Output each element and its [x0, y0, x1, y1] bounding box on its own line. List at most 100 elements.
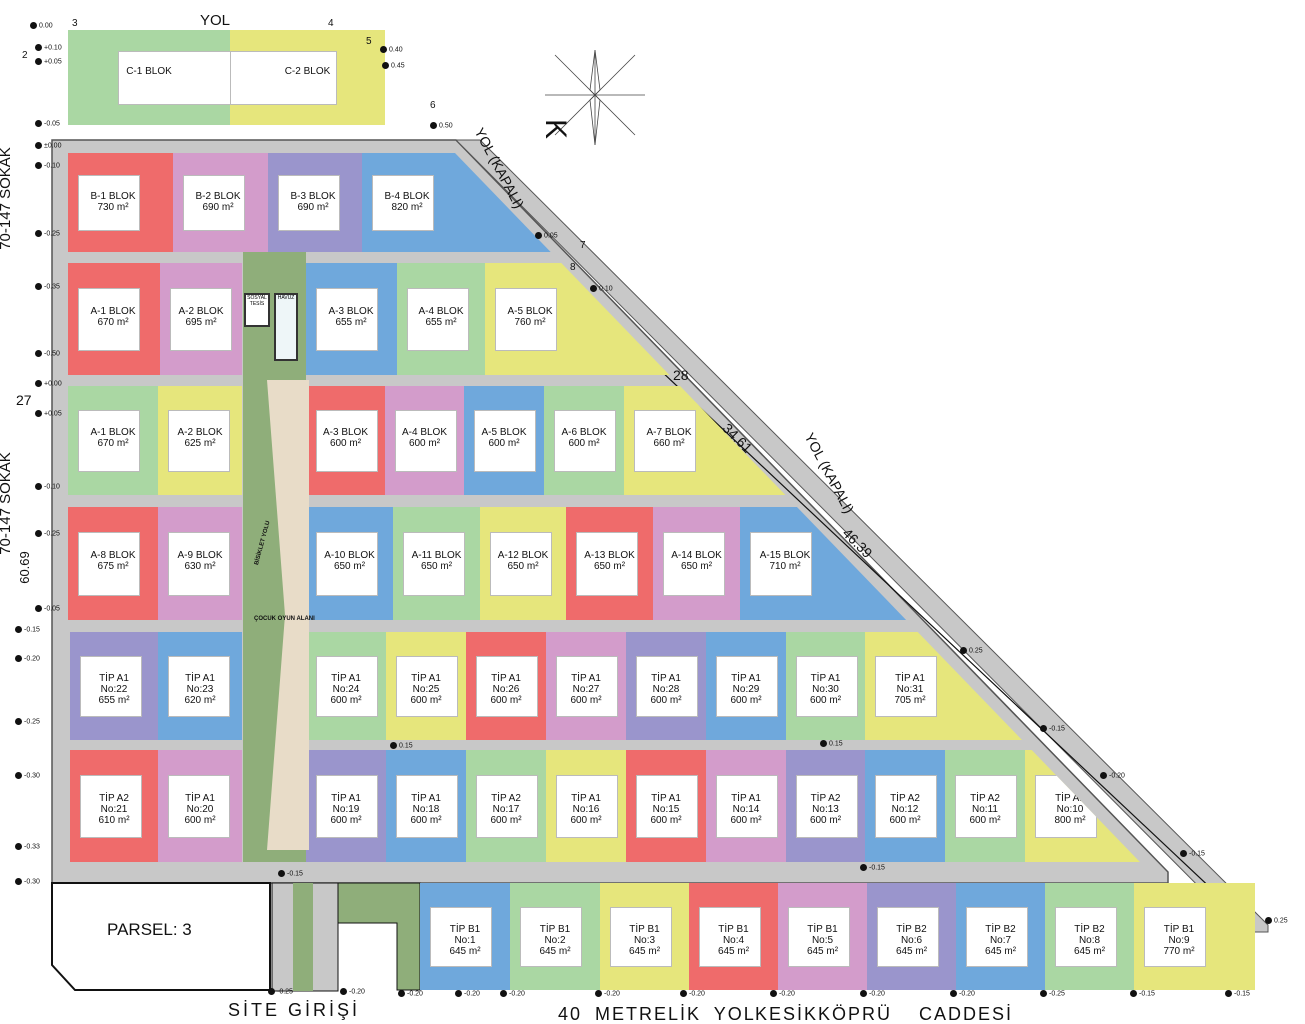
plot-area: 670 m² — [97, 438, 129, 450]
building-footprint — [610, 906, 672, 968]
elevation-marker: -0.05 — [35, 605, 60, 612]
plot-area: 730 m² — [97, 201, 129, 213]
plot-no: No:15 — [652, 803, 680, 815]
elevation-marker: -0.20 — [455, 990, 480, 997]
top-road-label: YOL — [200, 12, 231, 29]
plot-no: No:29 — [732, 684, 760, 696]
plot-title: TİP A2 — [970, 792, 1000, 804]
elevation-marker: -0.20 — [15, 655, 40, 662]
plot-no: No:27 — [572, 684, 600, 696]
building-footprint — [168, 655, 230, 718]
plot-area: 600 m² — [570, 814, 602, 826]
plot-no: No:24 — [332, 684, 360, 696]
elevation-marker: -0.25 — [35, 530, 60, 537]
parcel-label: PARSEL: 3 — [107, 920, 192, 939]
plot-title: TİP A1 — [185, 673, 215, 685]
plot-area: 645 m² — [628, 945, 661, 957]
survey-point-number: 8 — [570, 262, 576, 273]
plot-label: C-2 BLOK — [230, 66, 385, 77]
plot-title: A-7 BLOK — [646, 427, 692, 439]
plot-area: 630 m² — [184, 560, 216, 572]
plot-area: 650 m² — [420, 560, 453, 572]
plot-title: A-12 BLOK — [497, 549, 549, 561]
plot: C-1 BLOK — [68, 30, 232, 125]
plot-no: No:31 — [896, 684, 924, 696]
building-footprint — [556, 655, 618, 718]
building-footprint — [495, 287, 557, 352]
elevation-marker: -0.33 — [15, 843, 40, 850]
pool-label: HAVUZ — [277, 295, 295, 301]
dimension-27: 27 — [16, 392, 32, 408]
plot-title: A-1 BLOK — [90, 305, 136, 317]
plot-title: A-4 BLOK — [401, 427, 448, 439]
elevation-marker: -0.20 — [595, 990, 620, 997]
plot-title: TİP A1 — [411, 792, 441, 804]
elevation-marker: -0.20 — [950, 990, 975, 997]
plot-area: 770 m² — [1163, 945, 1195, 957]
plot-area: 600 m² — [809, 814, 842, 826]
plot-area: 645 m² — [806, 945, 839, 957]
plot-title: TİP A1 — [411, 673, 441, 685]
plot-no: No:14 — [732, 803, 760, 815]
elevation-marker: +0.00 — [35, 380, 62, 387]
building-footprint — [396, 774, 458, 839]
plot-area: 820 m² — [391, 201, 423, 213]
building-footprint — [78, 409, 140, 472]
elevation-marker: +0.05 — [35, 410, 62, 417]
elevation-marker: 0.15 — [820, 740, 843, 747]
plot-area: 625 m² — [184, 438, 216, 450]
survey-point-number: 5 — [366, 36, 372, 47]
building-footprint — [170, 287, 232, 352]
plot-label: C-1 BLOK — [68, 66, 230, 77]
building-footprint — [716, 655, 778, 718]
building-footprint — [1055, 906, 1117, 968]
survey-point-number: 3 — [72, 18, 78, 29]
plot-area: 600 m² — [184, 814, 216, 826]
building-footprint — [966, 906, 1028, 968]
plot-title: A-9 BLOK — [177, 549, 223, 561]
plot-area: 645 m² — [539, 945, 571, 957]
plot-title: TİP A1 — [571, 792, 601, 804]
plot-title: A-3 BLOK — [328, 305, 374, 317]
plot-title: TİP A1 — [331, 792, 361, 804]
plot-area: 645 m² — [449, 945, 481, 957]
plot-area: 600 m² — [488, 438, 520, 450]
building-footprint — [796, 774, 858, 839]
plot-title: TİP A1 — [571, 673, 601, 685]
building-footprint — [430, 906, 492, 968]
elevation-marker: -0.15 — [278, 870, 303, 877]
plot-title: C-2 BLOK — [284, 66, 331, 78]
plot-no: No:17 — [492, 803, 520, 815]
elevation-marker: -0.15 — [1130, 990, 1155, 997]
elevation-marker: -0.10 — [35, 483, 60, 490]
elevation-marker: -0.20 — [1100, 772, 1125, 779]
plot-no: No:23 — [186, 684, 214, 696]
social-facility-label: SOSYAL TESİS — [247, 295, 267, 307]
building-footprint — [80, 774, 142, 839]
